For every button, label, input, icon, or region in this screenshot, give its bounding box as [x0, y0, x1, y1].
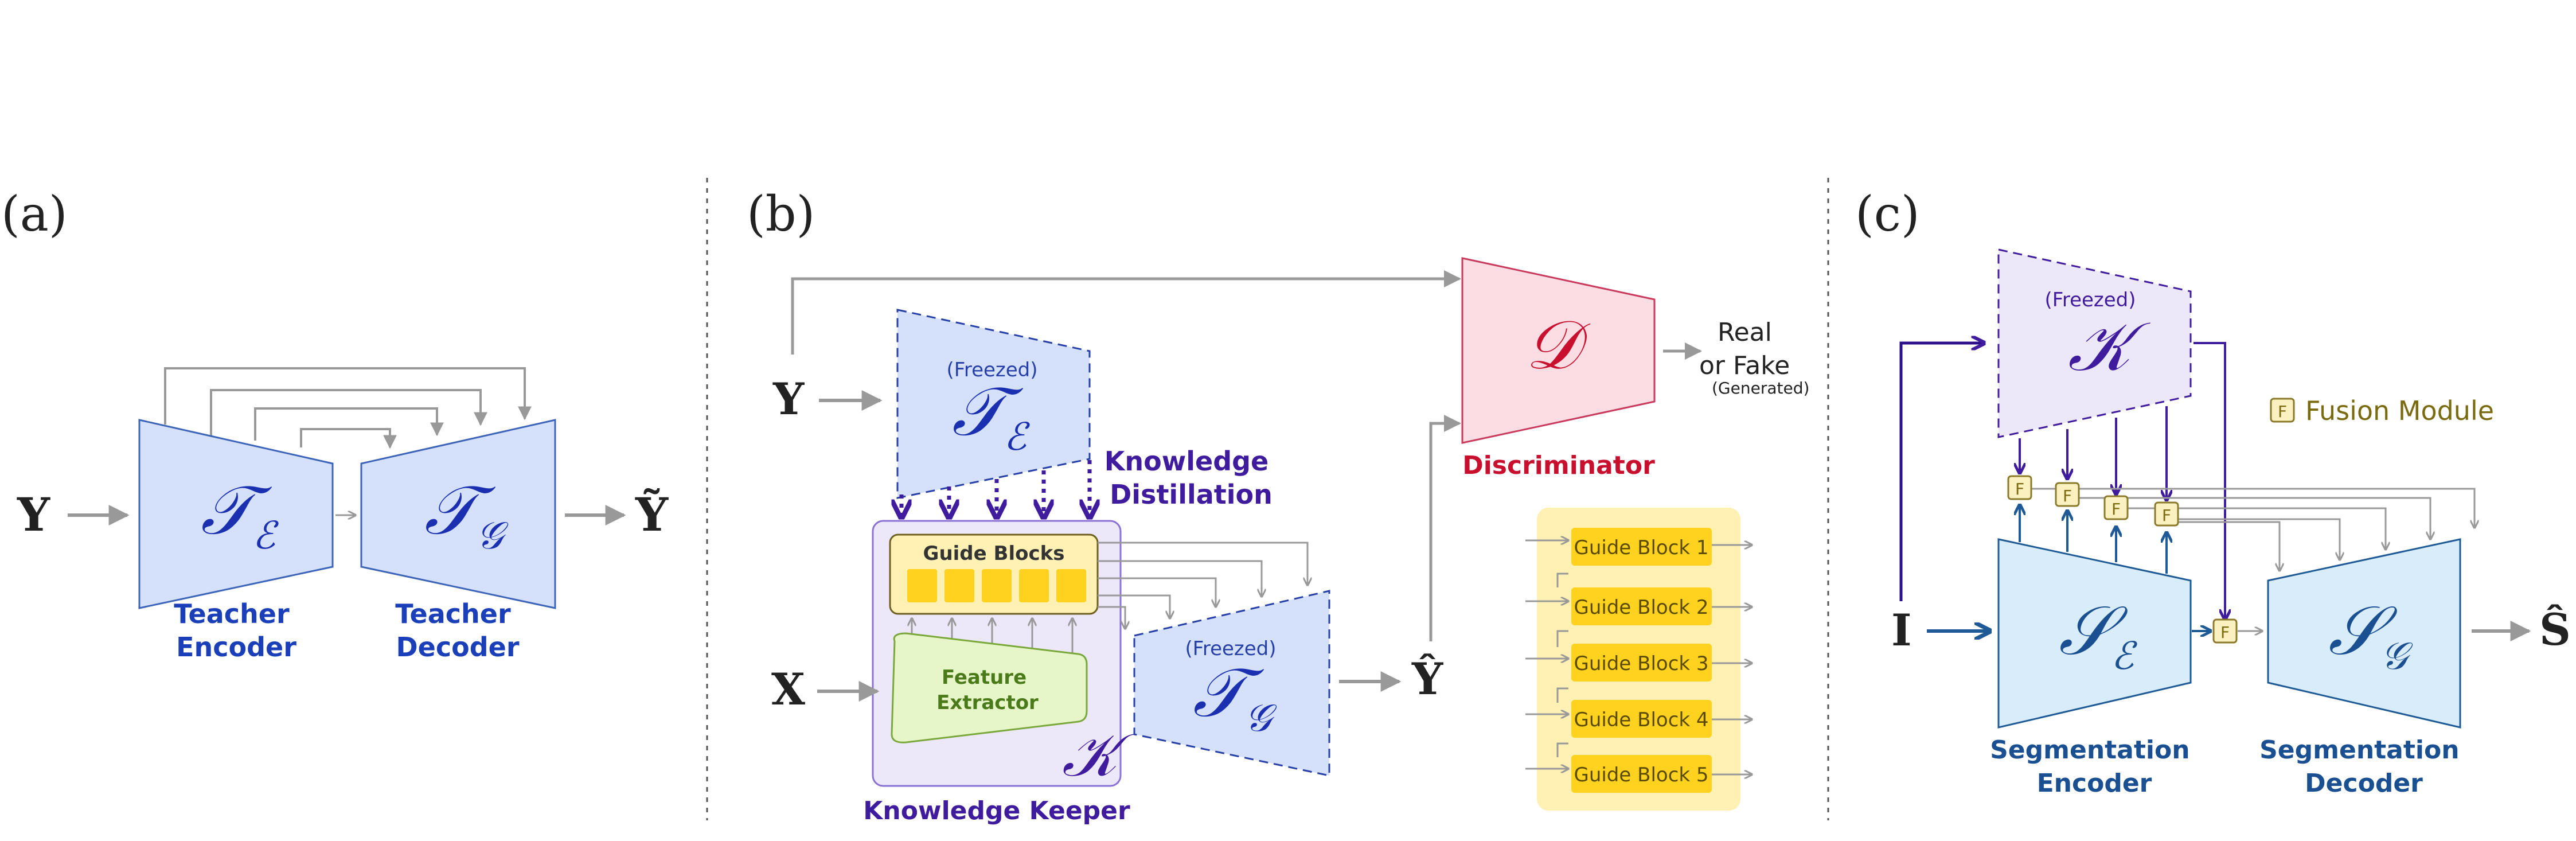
knowledge-keeper-label: Knowledge Keeper [863, 796, 1130, 826]
fusion-module-icon [2007, 475, 2032, 500]
real-fake-label: Real or Fake [1699, 318, 1790, 380]
encoder-to-fusion-arrows [2020, 505, 2167, 574]
guide-block-item-label: Guide Block 1 [1574, 536, 1708, 559]
fusion-legend-label: Fusion Module [2305, 395, 2494, 426]
frozen-note: (Freezed) [946, 359, 1037, 381]
fusion-module-icon [2103, 495, 2129, 520]
segmentation-encoder-block [1997, 538, 2192, 729]
segmentation-encoder-label: Segmentation Encoder [1990, 735, 2199, 798]
distillation-arrows [901, 460, 1090, 517]
segmentation-decoder-label: Segmentation Decoder [2259, 735, 2468, 798]
input-to-keeper-arrow [1899, 343, 1984, 601]
fusion-module-mark: F [2162, 506, 2171, 525]
panel-b-tag: (b) [747, 186, 815, 242]
guide-to-decoder-arrows [1098, 542, 1307, 629]
fusion-legend-icon-mark: F [2278, 402, 2287, 421]
output-s-hat-symbol: Ŝ [2539, 604, 2571, 655]
feature-extractor-label: Feature Extractor [936, 666, 1039, 714]
teacher-encoder-block [138, 419, 334, 609]
discriminator-label: Discriminator [1462, 451, 1655, 480]
frozen-teacher-decoder-block [1133, 590, 1330, 777]
yhat-to-discriminator-arrow [1429, 415, 1461, 641]
panel-c: (c) (Freezed) 𝒦 F Fusion Module [1855, 186, 2571, 798]
guide-block-item [1571, 755, 1712, 793]
output-y-hat-symbol: Ŷ [1411, 653, 1443, 704]
fusion-module-mark: F [2015, 480, 2024, 499]
teacher-encoder-label: Teacher Encoder [174, 598, 298, 663]
segmentation-decoder-symbol: 𝒮𝒢 [2328, 591, 2413, 678]
guide-block-list: Guide Block 1 Guide Block 2 Guide Block … [1571, 528, 1712, 793]
guide-block-list-connectors [1525, 540, 1752, 774]
input-y-symbol: Y [772, 373, 805, 425]
guide-block-item-label: Guide Block 5 [1574, 764, 1708, 787]
guide-block-item-label: Guide Block 2 [1574, 596, 1708, 619]
keeper-to-fusion-arrows [2020, 342, 2225, 620]
fusion-module-icon [2055, 482, 2080, 507]
fusion-module-mark: F [2220, 623, 2230, 642]
panel-a-tag: (a) [1, 186, 68, 242]
fusion-modules: F F F F F [2007, 475, 2238, 644]
guide-block-item-label: Guide Block 4 [1574, 708, 1708, 731]
teacher-decoder-block [360, 419, 556, 609]
guide-block-item-label: Guide Block 3 [1574, 652, 1708, 675]
skip-connections [164, 367, 532, 449]
fusion-module-mark: F [2063, 486, 2072, 505]
frozen-note: (Freezed) [1185, 637, 1276, 660]
panel-b: (b) Y (Freezed) 𝒯ℰ Knowledge Distillatio… [747, 186, 1809, 826]
panel-a: (a) Y 𝒯ℰ 𝒯𝒢 Ỹ Teacher Encoder Teacher De… [1, 186, 669, 663]
teacher-decoder-label: Teacher Decoder [395, 598, 520, 663]
frozen-knowledge-keeper-block [1997, 248, 2192, 438]
frozen-teacher-encoder-block [896, 309, 1091, 499]
guide-blocks-title: Guide Blocks [923, 542, 1065, 565]
guide-block-item [1571, 587, 1712, 625]
input-i-symbol: I [1891, 605, 1912, 656]
teacher-encoder-symbol: 𝒯ℰ [201, 470, 279, 558]
feature-to-guide-arrows [912, 618, 1072, 653]
fusion-module-icon [2212, 618, 2238, 644]
panel-c-tag: (c) [1855, 186, 1920, 242]
fusion-to-decoder-arrows [2030, 488, 2474, 571]
discriminator-block [1461, 257, 1656, 444]
segmentation-decoder-block [2267, 538, 2461, 729]
fusion-legend-icon [2270, 398, 2295, 423]
fusion-module-mark: F [2111, 500, 2121, 519]
input-x-symbol: X [771, 664, 805, 715]
y-to-discriminator-arrow [791, 270, 1461, 355]
generated-note: (Generated) [1712, 379, 1809, 398]
guide-block-item [1571, 528, 1712, 566]
input-y-symbol: Y [17, 488, 50, 542]
guide-block-item [1571, 700, 1712, 738]
output-y-tilde-symbol: Ỹ [635, 488, 669, 542]
guide-block-cells [907, 569, 1086, 602]
distillation-label: Knowledge Distillation [1104, 446, 1278, 510]
feature-extractor-block [891, 632, 1088, 743]
frozen-note: (Freezed) [2044, 289, 2136, 312]
fusion-module-icon [2154, 501, 2179, 527]
knowledge-keeper-symbol: 𝒦 [1062, 720, 1135, 790]
guide-block-item [1571, 644, 1712, 682]
